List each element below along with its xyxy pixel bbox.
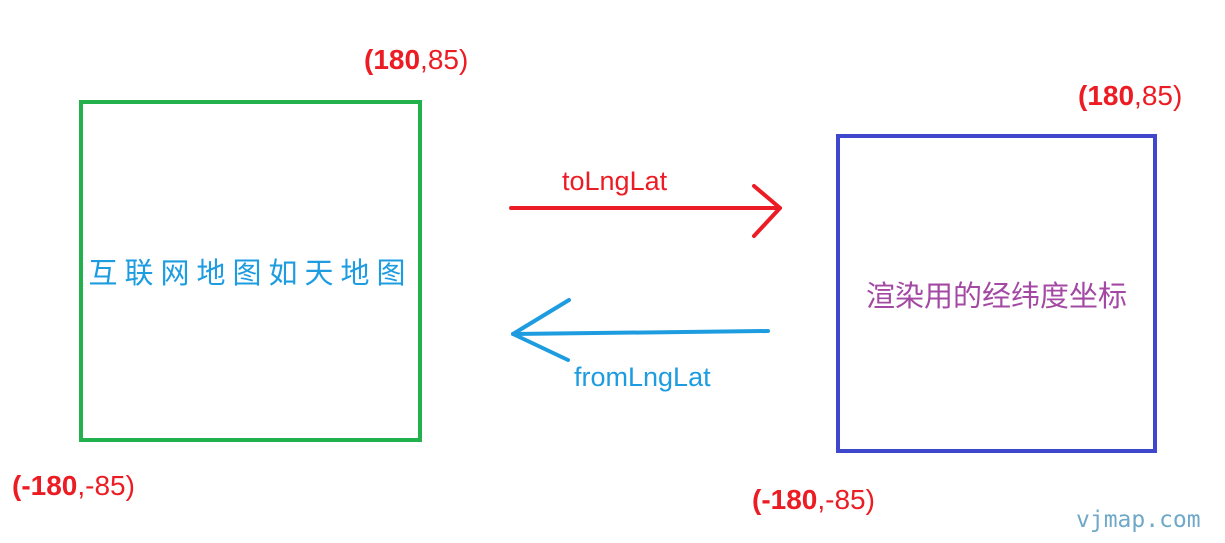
internet-map-box: 互联网地图如天地图: [79, 100, 422, 442]
from-lnglat-label: fromLngLat: [574, 362, 711, 392]
left-bottom-coord: (-180,-85): [12, 470, 135, 502]
right-bottom-coord-bold: (-180: [752, 484, 818, 515]
left-top-coord: (180,85): [364, 44, 468, 76]
right-top-coord: (180,85): [1078, 80, 1182, 112]
right-top-coord-rest: ,85): [1134, 80, 1183, 111]
right-top-coord-bold: (180: [1078, 80, 1135, 111]
watermark: vjmap.com: [1076, 507, 1201, 533]
internet-map-label: 互联网地图如天地图: [88, 256, 413, 290]
from-lnglat-arrow: [511, 298, 770, 362]
right-bottom-coord: (-180,-85): [752, 484, 875, 516]
to-lnglat-label: toLngLat: [562, 166, 668, 196]
right-bottom-coord-rest: ,-85): [817, 484, 875, 515]
left-top-coord-bold: (180: [364, 44, 421, 75]
render-coords-label: 渲染用的经纬度坐标: [865, 278, 1127, 313]
left-top-coord-rest: ,85): [420, 44, 469, 75]
left-bottom-coord-bold: (-180: [12, 470, 78, 501]
left-bottom-coord-rest: ,-85): [77, 470, 135, 501]
render-coords-box: 渲染用的经纬度坐标: [836, 134, 1157, 453]
to-lnglat-arrow: [509, 184, 782, 238]
